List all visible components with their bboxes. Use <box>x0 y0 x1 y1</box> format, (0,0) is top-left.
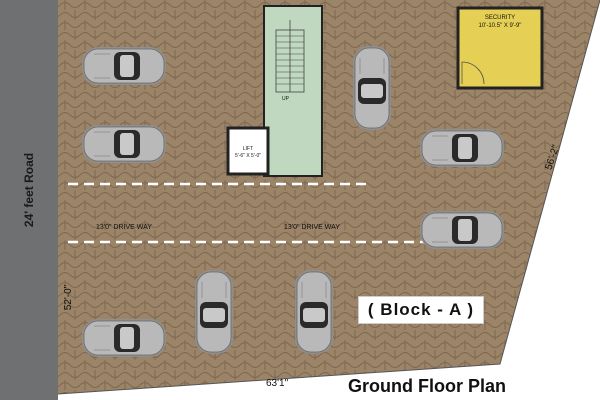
dimension-bottom: 63'1" <box>266 378 289 389</box>
stairs-up-label: UP <box>282 96 289 102</box>
car-right-lower <box>420 211 504 249</box>
paved-site <box>58 0 600 394</box>
block-label: ( Block - A ) <box>358 296 484 324</box>
lift-title: LIFT <box>242 146 254 152</box>
security-room <box>456 6 544 90</box>
lift-label: LIFT 5'-6" X 5'-0" <box>230 146 266 160</box>
security-size: 10'-10.5" X 9'-9" <box>478 23 522 29</box>
site-boundary <box>57 0 600 395</box>
plan-title: Ground Floor Plan <box>348 376 506 396</box>
car-bottom-left <box>82 319 166 357</box>
driveway-label-left: 13'0" DRIVE WAY <box>96 224 152 231</box>
cars-layer <box>82 46 504 357</box>
car-bottom-center-left <box>195 270 233 354</box>
car-mid-left <box>82 125 166 163</box>
car-top-left <box>82 47 166 85</box>
security-title: SECURITY <box>484 15 516 21</box>
stair-room <box>263 5 323 177</box>
lift-room <box>226 126 270 176</box>
lift-size: 5'-6" X 5'-0" <box>234 153 262 159</box>
security-room-label: SECURITY 10'-10.5" X 9'-9" <box>462 14 538 30</box>
dimension-left: 52'-0" <box>63 284 75 311</box>
car-bottom-center <box>295 270 333 354</box>
road-strip <box>0 0 58 400</box>
driveway-label-right: 13'0" DRIVE WAY <box>284 224 340 231</box>
stair-steps <box>275 20 305 93</box>
car-top-center <box>353 46 391 130</box>
car-right-upper <box>420 129 504 167</box>
